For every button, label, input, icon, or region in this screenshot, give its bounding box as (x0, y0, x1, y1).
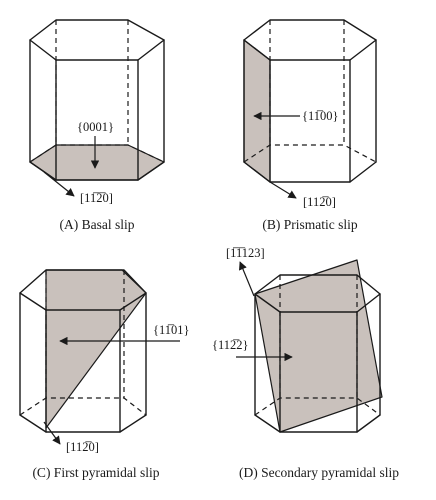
panel-basal-slip: {0001} [11̅2̅0] (A) Basal slip (29, 19, 165, 232)
secondary-pyramidal-plane-label: {112̅2} (212, 338, 249, 352)
prismatic-plane-label: {11̅00} (302, 109, 339, 123)
prismatic-direction-label: [112̅0] (303, 195, 336, 209)
secondary-pyramidal-direction-arrow (238, 261, 255, 297)
panel-prismatic-slip: {11̅00} [112̅0] (B) Prismatic slip (243, 19, 377, 232)
hexagonal-prism-c (19, 269, 147, 433)
first-pyramidal-plane (45, 269, 147, 429)
hexagonal-prism-a (29, 19, 165, 181)
prismatic-direction-arrow (269, 181, 297, 199)
caption-d: (D) Secondary pyramidal slip (239, 465, 399, 480)
basal-direction-label: [11̅2̅0] (80, 191, 113, 205)
first-pyramidal-direction-arrow (43, 421, 61, 445)
first-pyramidal-plane-label: {11̅01} (153, 323, 190, 337)
basal-direction-arrow (43, 171, 75, 197)
basal-plane (29, 144, 165, 181)
hexagonal-prism-b (243, 19, 377, 183)
panel-secondary-pyramidal-slip: {112̅2} [1̅1̅123] (D) Secondary pyramida… (212, 246, 399, 480)
panel-first-pyramidal-slip: {11̅01} [112̅0] (C) First pyramidal slip (19, 269, 190, 480)
secondary-pyramidal-direction-label: [1̅1̅123] (226, 246, 265, 260)
caption-c: (C) First pyramidal slip (32, 465, 159, 480)
first-pyramidal-direction-label: [112̅0] (66, 440, 99, 454)
hexagonal-prism-d (254, 274, 381, 433)
caption-b: (B) Prismatic slip (262, 217, 357, 232)
basal-plane-label: {0001} (77, 120, 114, 134)
secondary-pyramidal-plane (254, 259, 383, 433)
prismatic-plane (243, 39, 271, 183)
caption-a: (A) Basal slip (60, 217, 135, 232)
